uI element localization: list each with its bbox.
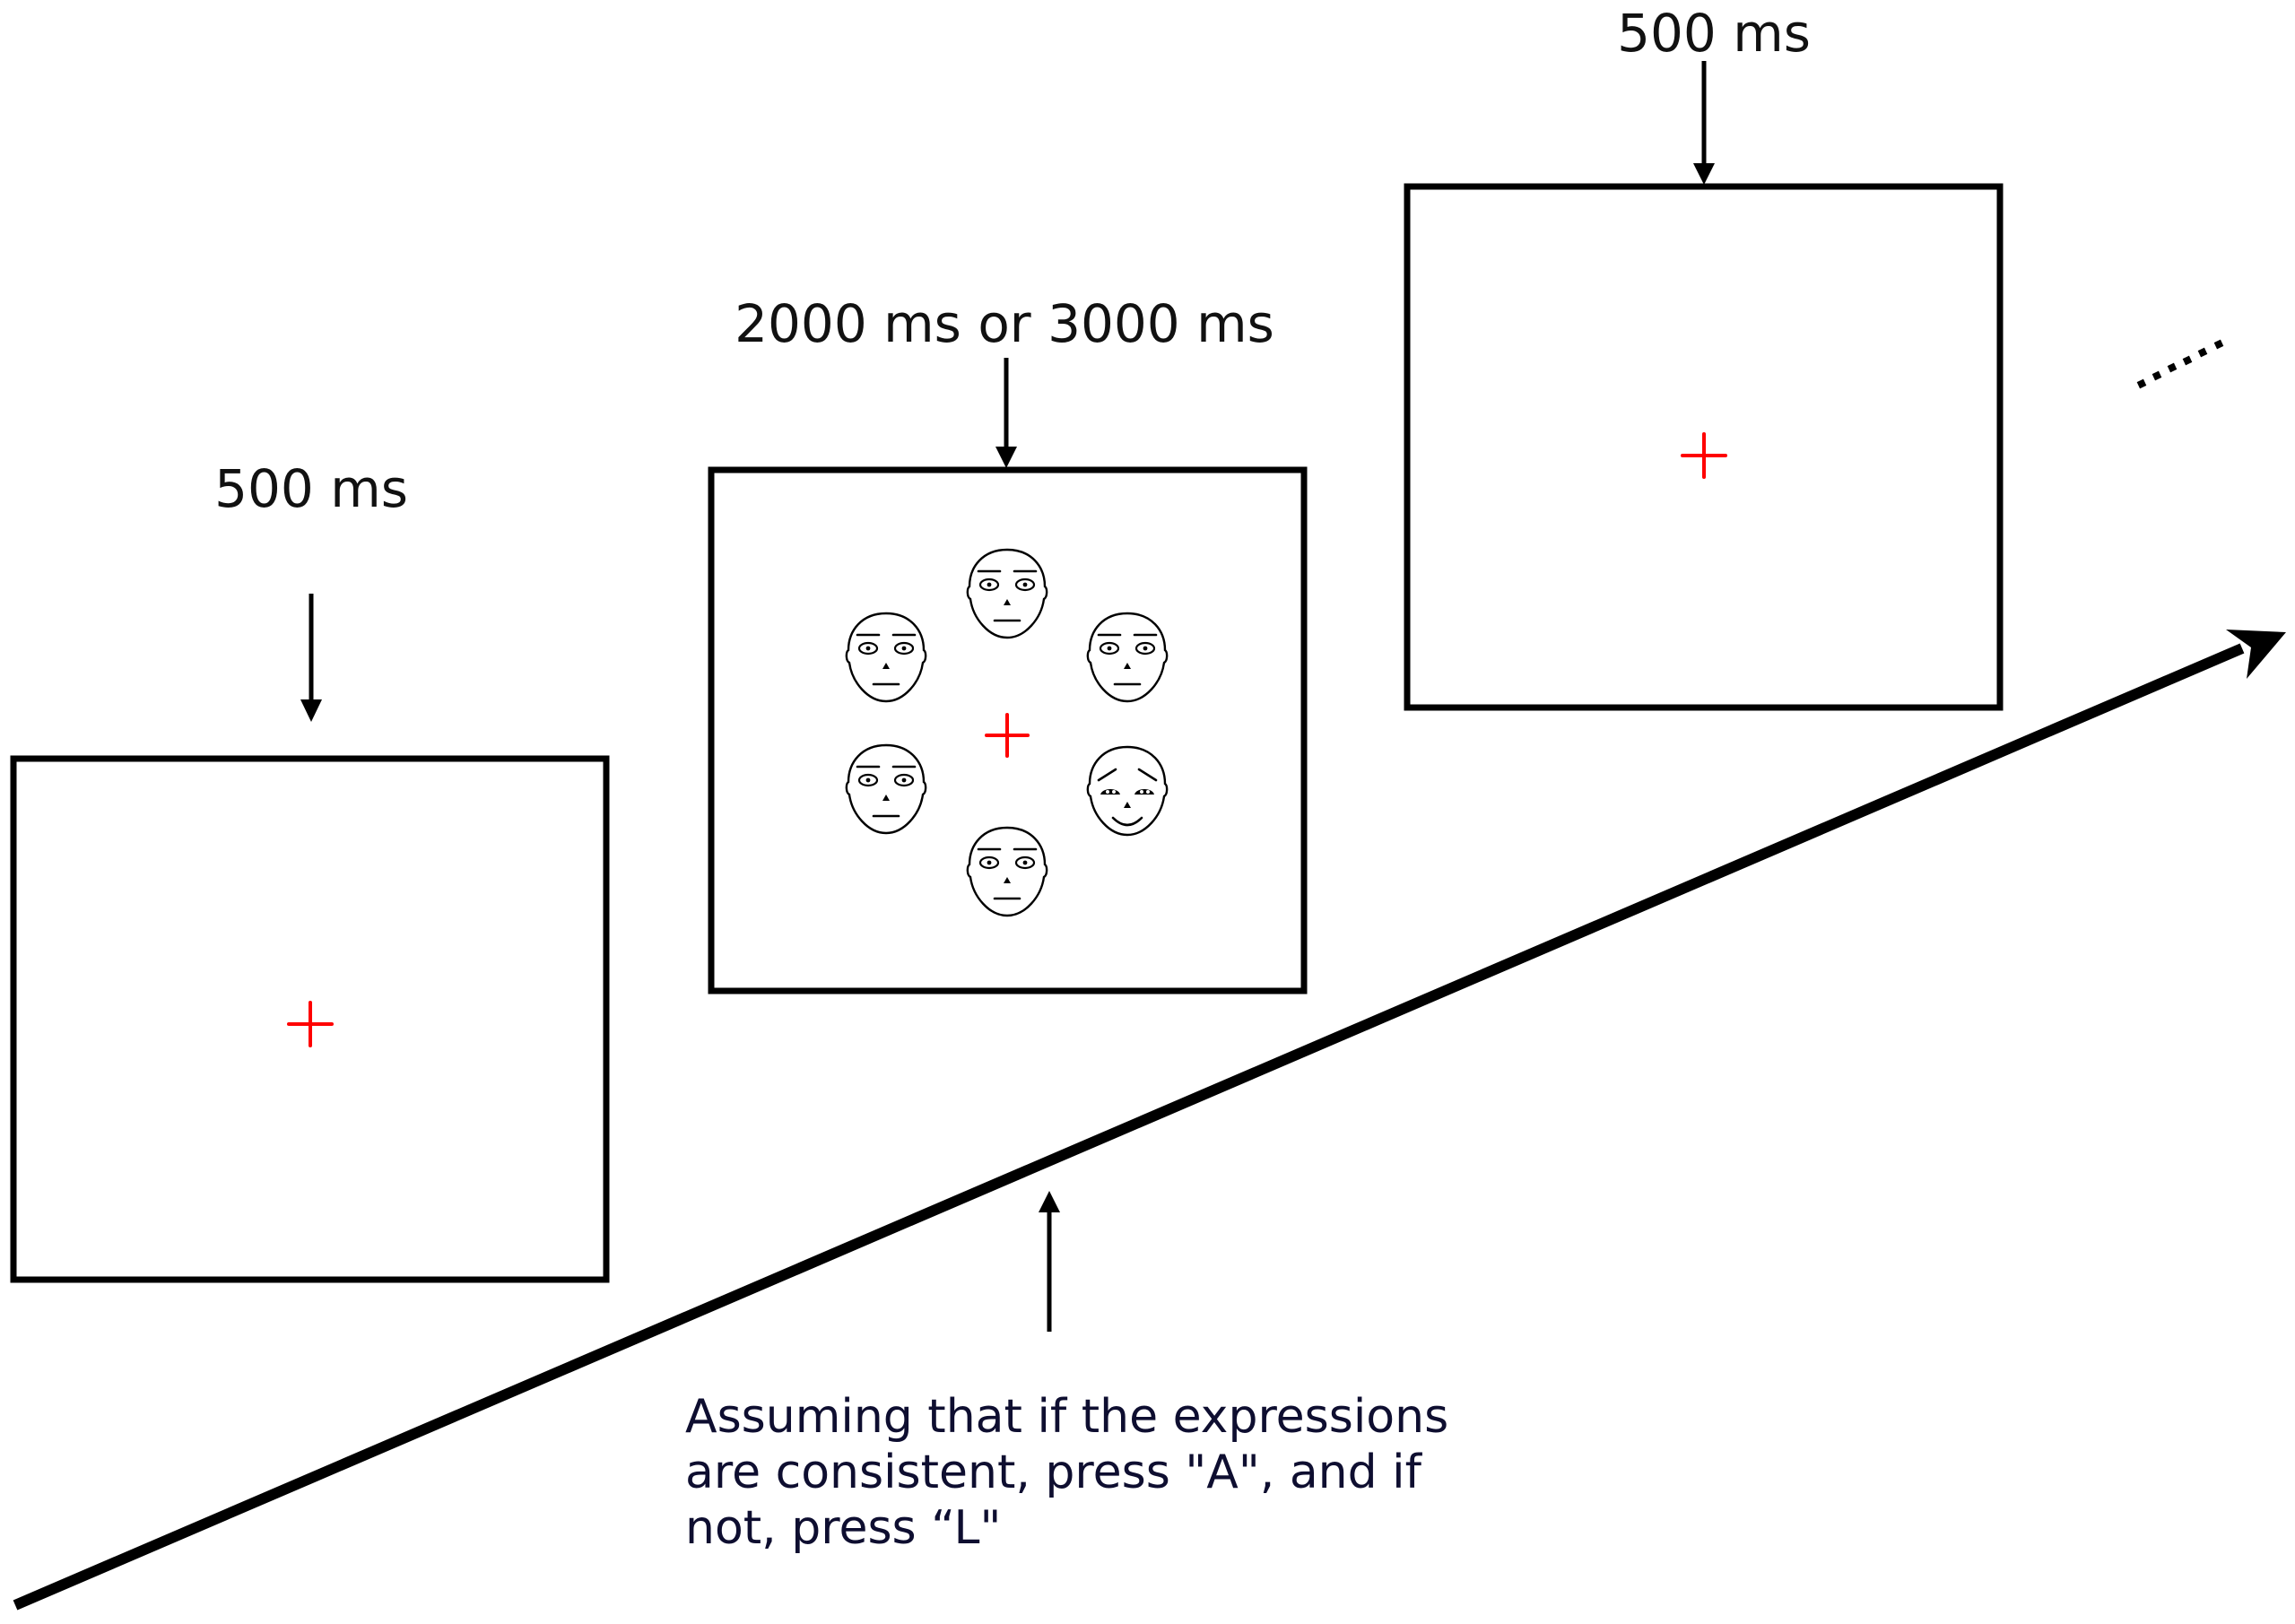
- fixation-cross-icon: [1681, 432, 1727, 479]
- face-neutral-icon: [845, 612, 927, 703]
- eye: [1134, 789, 1154, 795]
- instruction-line-3: not, press “L": [685, 1501, 1001, 1555]
- instruction-line-2: are consistent, press "A", and if: [685, 1446, 1423, 1499]
- face-happy-icon: [1086, 745, 1169, 837]
- continuation-ellipsis: [2136, 339, 2224, 389]
- instruction-line-1: Assuming that if the expressions: [685, 1390, 1448, 1444]
- face-neutral-icon: [1086, 612, 1169, 703]
- face-array: [845, 548, 1169, 917]
- nose: [1004, 877, 1011, 883]
- face-neutral-icon: [966, 826, 1048, 917]
- timeline-arrow: [13, 630, 2286, 1611]
- up-arrow-icon: [1039, 1191, 1060, 1332]
- nose: [882, 795, 890, 801]
- face-neutral-icon: [966, 548, 1048, 639]
- eye: [1100, 789, 1120, 795]
- nose: [882, 663, 890, 669]
- frame-fixation-2: 500 ms: [1404, 3, 2004, 711]
- head-outline: [1086, 745, 1169, 837]
- fixation-cross-icon: [985, 713, 1030, 758]
- timeline-shaft: [13, 643, 2245, 1611]
- duration-label-frame-3: 500 ms: [1617, 3, 1811, 64]
- nose: [1124, 802, 1131, 808]
- down-arrow-icon: [995, 358, 1017, 468]
- smile-mouth: [1111, 816, 1143, 827]
- frame-fixation-1: 500 ms: [10, 458, 610, 1283]
- eyebrow: [1137, 768, 1158, 782]
- face-neutral-icon: [845, 743, 927, 835]
- frame-face-array: 2000 ms or 3000 ms: [708, 293, 1308, 994]
- nose: [1004, 599, 1011, 605]
- duration-label-frame-2: 2000 ms or 3000 ms: [735, 293, 1274, 354]
- nose: [1124, 663, 1131, 669]
- down-arrow-icon: [300, 594, 322, 722]
- timeline-arrowhead-icon: [2226, 630, 2286, 679]
- down-arrow-icon: [1693, 61, 1715, 185]
- fixation-cross-icon: [287, 1001, 334, 1047]
- response-pointer: Assuming that if the expressions are con…: [685, 1191, 1448, 1555]
- duration-label-frame-1: 500 ms: [214, 458, 408, 519]
- eyebrow: [1097, 768, 1117, 782]
